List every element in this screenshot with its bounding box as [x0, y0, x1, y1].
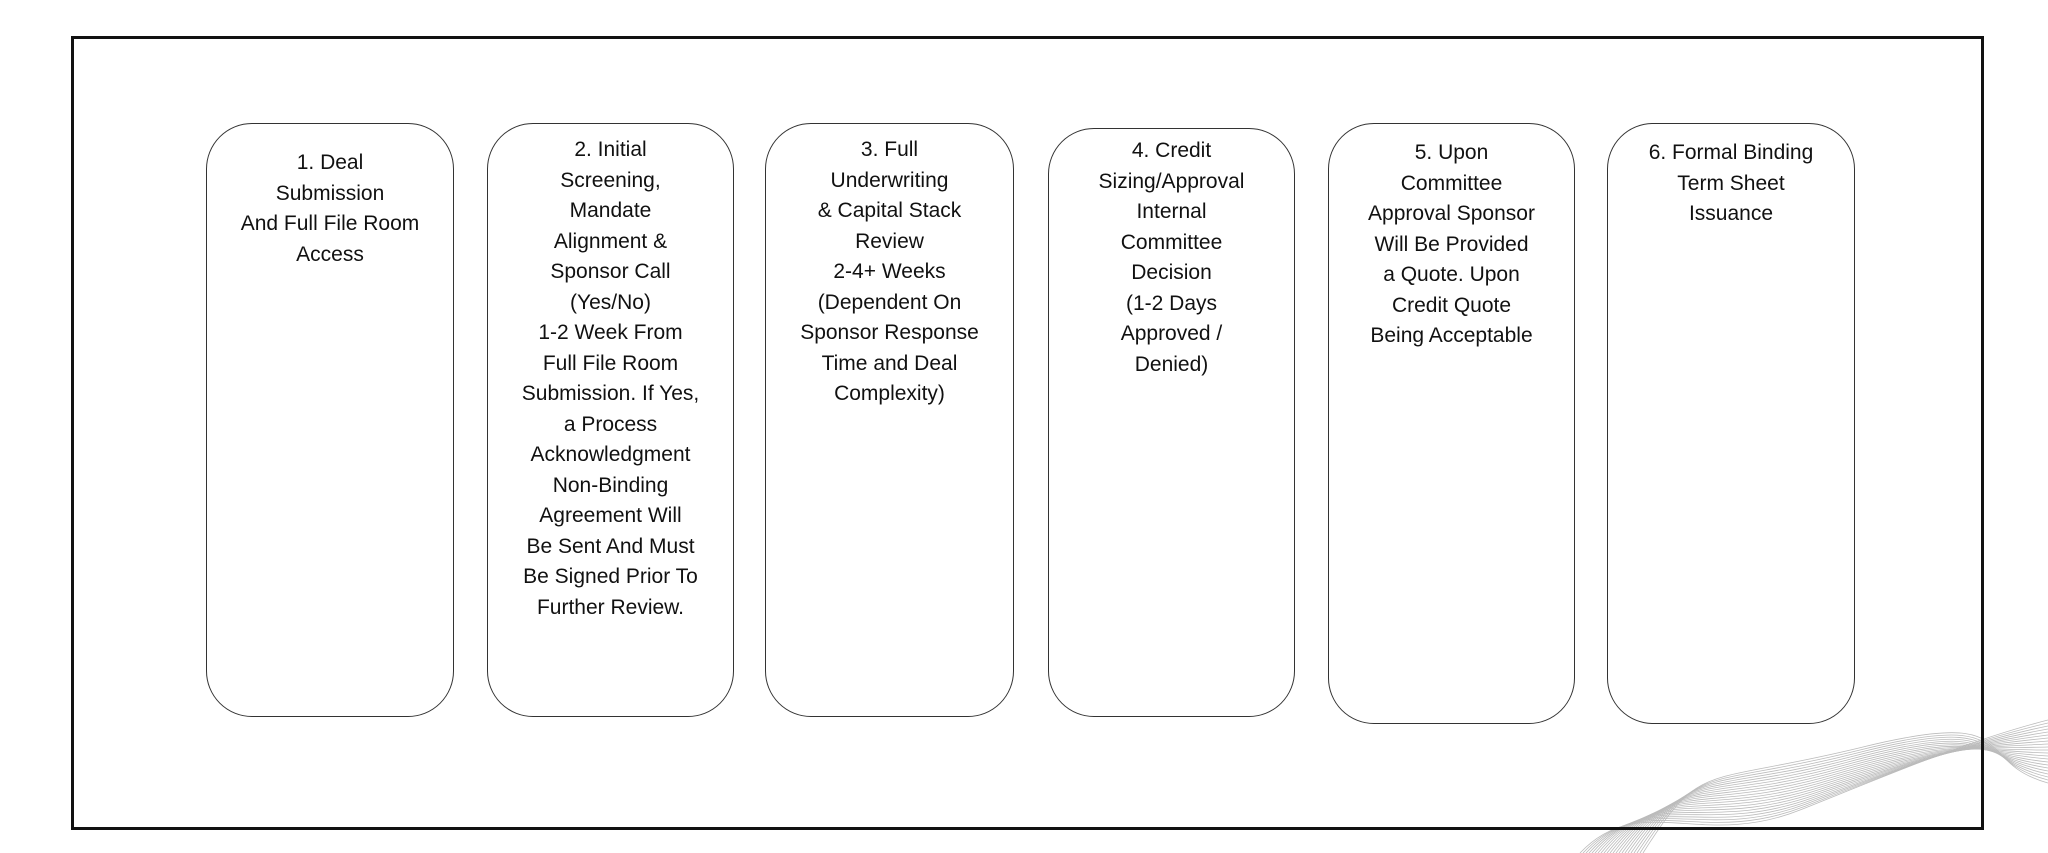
diagram-frame [71, 36, 1984, 830]
wave-line [1579, 719, 2048, 853]
step-1-text: 1. Deal Submission And Full File Room Ac… [240, 151, 420, 266]
step-3-text: 3. Full Underwriting & Capital Stack Rev… [800, 138, 979, 405]
step-4-text: 4. Credit Sizing/Approval Internal Commi… [1098, 139, 1245, 376]
step-3-full-underwriting: 3. Full Underwriting & Capital Stack Rev… [765, 123, 1014, 717]
step-5-committee-approval: 5. Upon Committee Approval Sponsor Will … [1328, 123, 1575, 724]
step-5-text: 5. Upon Committee Approval Sponsor Will … [1368, 141, 1535, 347]
wave-line [1639, 734, 2048, 853]
decorative-wave-lines [1579, 719, 2048, 853]
step-4-credit-sizing: 4. Credit Sizing/Approval Internal Commi… [1048, 128, 1295, 717]
step-6-term-sheet: 6. Formal Binding Term Sheet Issuance [1607, 123, 1855, 724]
step-2-initial-screening: 2. Initial Screening, Mandate Alignment … [487, 123, 734, 717]
step-2-text: 2. Initial Screening, Mandate Alignment … [521, 138, 700, 619]
wave-line [1642, 732, 2048, 853]
step-6-text: 6. Formal Binding Term Sheet Issuance [1648, 141, 1814, 225]
step-1-deal-submission: 1. Deal Submission And Full File Room Ac… [206, 123, 454, 717]
